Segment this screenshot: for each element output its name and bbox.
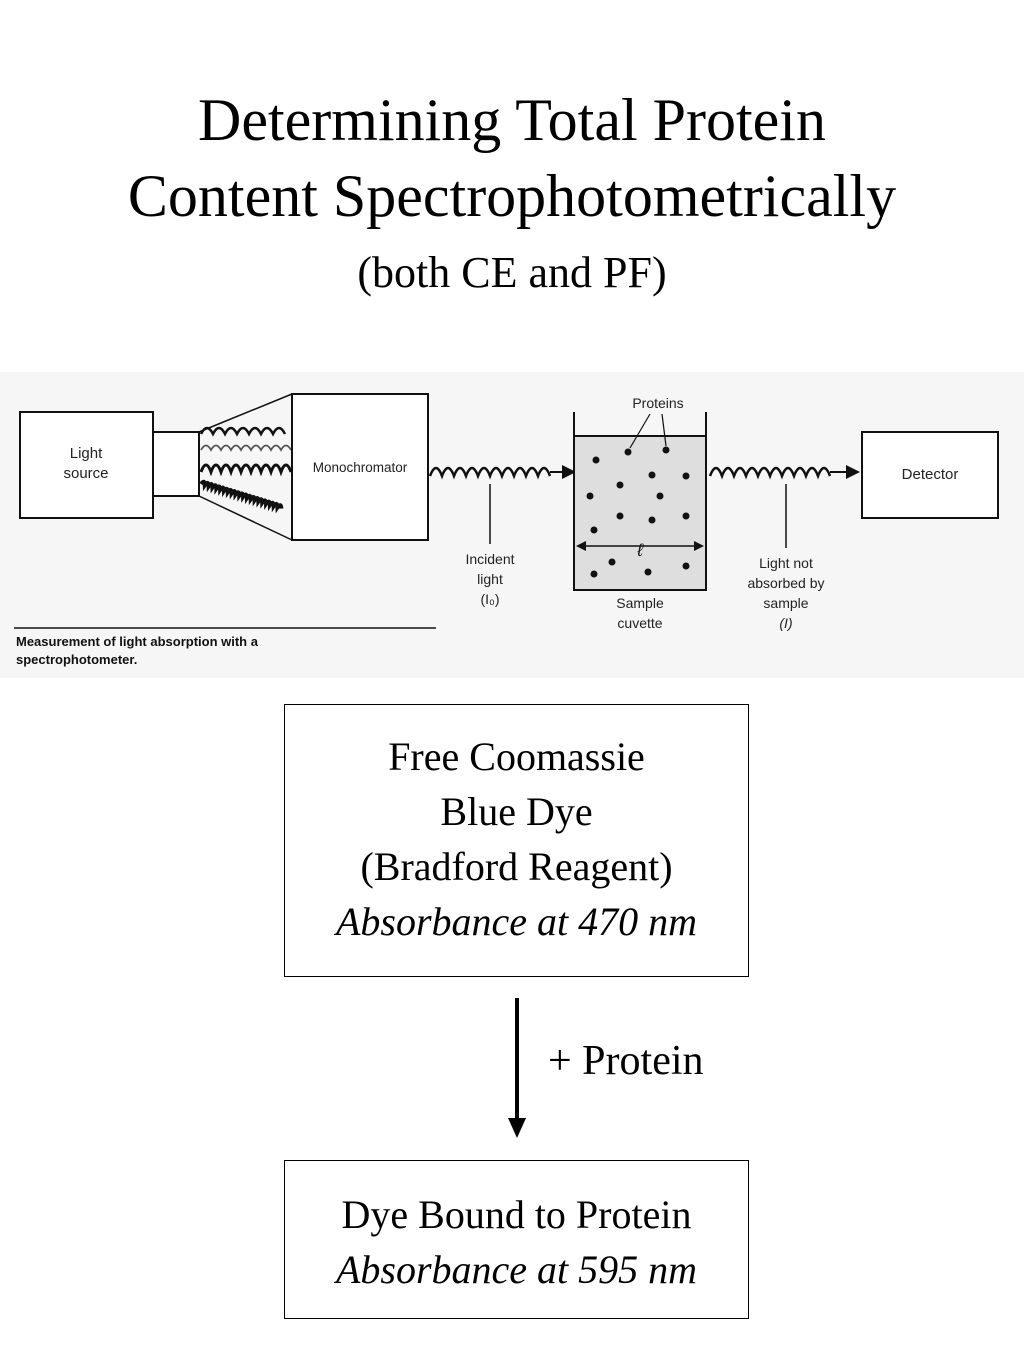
- protein-dot: [608, 558, 616, 566]
- bound-dye-absorbance: Absorbance at 595 nm: [335, 1247, 698, 1292]
- protein-dots: [586, 446, 690, 578]
- protein-dot: [648, 471, 656, 479]
- title-line-1: Determining Total Protein: [198, 87, 826, 153]
- path-length-symbol: ℓ: [636, 540, 644, 560]
- not-absorbed-label-1: Light not: [759, 555, 813, 571]
- transmitted-wave: [708, 466, 832, 480]
- path-length-arrowhead-left: [576, 541, 586, 551]
- title-line-2: Content Spectrophotometrically: [127, 163, 897, 229]
- path-length-arrowhead-right: [694, 541, 704, 551]
- protein-dot: [590, 570, 598, 578]
- wave-selected: [199, 463, 293, 477]
- incident-label-3: (I₀): [480, 591, 499, 607]
- protein-dot: [682, 512, 690, 520]
- detector-label: Detector: [902, 466, 959, 483]
- reaction-arrow: [508, 998, 526, 1138]
- transmitted-arrowhead: [846, 465, 860, 479]
- protein-dot: [656, 492, 664, 500]
- not-absorbed-label-3: sample: [763, 595, 808, 611]
- free-dye-line-3: (Bradford Reagent): [360, 844, 673, 889]
- splitter-line: [198, 393, 293, 433]
- bound-dye-line-1: Dye Bound to Protein: [341, 1192, 692, 1237]
- protein-dot: [682, 562, 690, 570]
- proteins-pointer: [629, 413, 651, 449]
- light-source-port: [152, 431, 200, 497]
- caption-line-1: Measurement of light absorption with a: [16, 634, 259, 649]
- light-source-label-2: source: [63, 465, 108, 482]
- light-source-label-1: Light: [70, 445, 103, 462]
- proteins-label: Proteins: [632, 395, 683, 411]
- splitter-line: [198, 495, 293, 541]
- protein-dot: [644, 568, 652, 576]
- incident-arrowhead: [562, 465, 576, 479]
- reaction-arrowhead: [508, 1118, 526, 1138]
- monochromator-label: Monochromator: [313, 460, 408, 475]
- protein-dot: [662, 446, 670, 454]
- wave-long: [199, 426, 287, 437]
- free-dye-absorbance: Absorbance at 470 nm: [335, 899, 698, 944]
- incident-wave: [428, 466, 552, 480]
- spectrophotometer-figure: Light source Monochromator Incident ligh…: [0, 372, 1024, 678]
- protein-dot: [586, 492, 594, 500]
- bound-dye-box: Dye Bound to Protein Absorbance at 595 n…: [284, 1160, 749, 1319]
- subtitle: (both CE and PF): [357, 248, 667, 297]
- detector-box: [861, 431, 999, 519]
- free-dye-box: Free Coomassie Blue Dye (Bradford Reagen…: [284, 704, 749, 977]
- proteins-pointer: [661, 413, 667, 447]
- protein-dot: [648, 516, 656, 524]
- wave-medium: [200, 444, 292, 452]
- cuvette-label-2: cuvette: [617, 615, 662, 631]
- incident-label-1: Incident: [465, 551, 514, 567]
- protein-dot: [624, 448, 632, 456]
- not-absorbed-label-4: (I): [779, 615, 792, 631]
- cuvette-label-1: Sample: [616, 595, 664, 611]
- free-dye-line-1: Free Coomassie: [388, 734, 645, 779]
- protein-dot: [616, 512, 624, 520]
- monochromator-box: [291, 393, 429, 541]
- light-source-box: [19, 411, 154, 519]
- wave-short: [199, 479, 284, 514]
- free-dye-line-2: Blue Dye: [440, 789, 593, 834]
- protein-dot: [616, 481, 624, 489]
- incident-label-2: light: [477, 571, 503, 587]
- protein-dot: [592, 456, 600, 464]
- plus-protein-label: + Protein: [548, 1038, 704, 1084]
- not-absorbed-label-2: absorbed by: [747, 575, 824, 591]
- protein-dot: [590, 526, 598, 534]
- protein-dot: [682, 472, 690, 480]
- caption-line-2: spectrophotometer.: [16, 652, 137, 667]
